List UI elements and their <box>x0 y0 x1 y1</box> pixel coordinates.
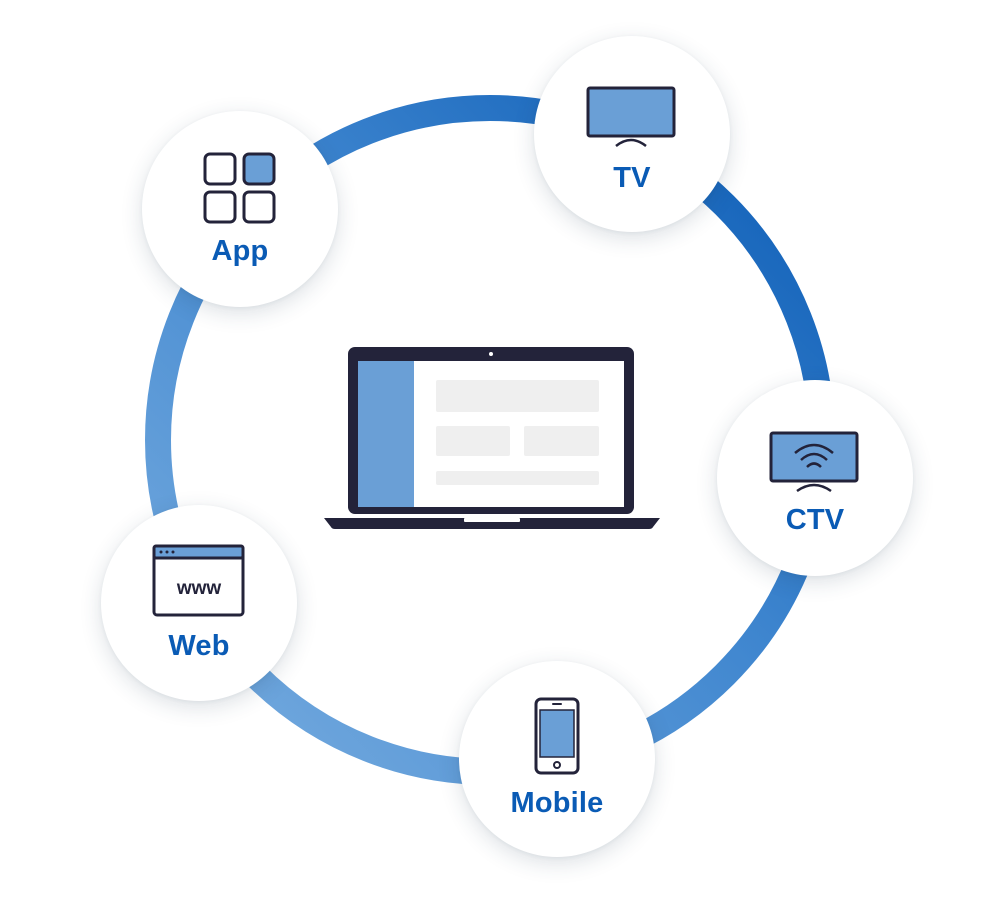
www-text: www <box>176 578 222 599</box>
connected-tv-icon <box>769 431 859 493</box>
ctv-node[interactable]: CTV <box>717 380 913 576</box>
laptop-icon <box>324 347 660 529</box>
tv-label: TV <box>613 162 651 194</box>
mobile-node[interactable]: Mobile <box>459 661 655 857</box>
tv-icon <box>586 86 676 148</box>
ctv-label: CTV <box>785 504 845 536</box>
app-grid-icon <box>203 152 276 224</box>
web-node[interactable]: www Web <box>101 505 297 701</box>
mobile-phone-icon <box>534 697 580 775</box>
app-label: App <box>211 235 269 267</box>
web-label: Web <box>168 630 230 662</box>
tv-node[interactable]: TV <box>534 36 730 232</box>
mobile-label: Mobile <box>510 787 604 819</box>
browser-window-icon: www <box>152 544 245 617</box>
app-node[interactable]: App <box>142 111 338 307</box>
